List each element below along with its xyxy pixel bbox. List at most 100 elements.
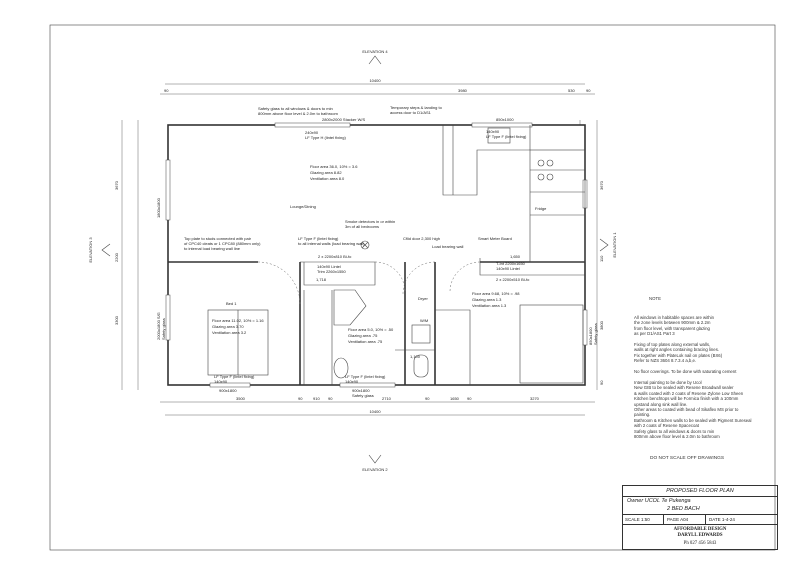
sink-icon bbox=[487, 127, 511, 144]
washing-machine-label: W/M bbox=[420, 318, 428, 323]
annotation-text: 850x1800Safety glass bbox=[588, 323, 598, 345]
annotation-text: 1800x1800 bbox=[156, 197, 161, 218]
exterior-walls bbox=[167, 124, 586, 386]
scale-warning: DO NOT SCALE OFF DRAWINGS bbox=[650, 456, 725, 461]
svg-text:90: 90 bbox=[425, 396, 430, 401]
scale: SCALE 1:50 bbox=[623, 515, 664, 524]
designer-name: DARYLL EDWARDS bbox=[677, 532, 723, 538]
svg-text:530: 530 bbox=[568, 88, 575, 93]
phone: Ph 027 456 5843 bbox=[683, 541, 717, 546]
elevation-marker-left: ELEVATION 3 bbox=[88, 237, 111, 263]
laundry-tub-icon bbox=[411, 324, 431, 344]
annotation-text: LF Type F (lintel fixing)140x90 bbox=[214, 374, 255, 384]
elevation-marker-bottom: ELEVATION 2 bbox=[362, 454, 388, 472]
svg-text:Glazing area .75: Glazing area .75 bbox=[348, 333, 378, 338]
annotations: Safety glass to all windows & doors to m… bbox=[156, 105, 598, 398]
smoke-detector-icon bbox=[360, 240, 370, 250]
svg-text:110: 110 bbox=[599, 255, 604, 262]
cooktop-icon bbox=[537, 159, 545, 167]
toilet-icon bbox=[413, 354, 429, 378]
drawing-title: PROPOSED FLOOR PLAN bbox=[623, 486, 777, 497]
shower-icon bbox=[333, 289, 367, 326]
room-bed-1: Bed 1 Floor area 11.02, 10% = 1.16 Glazi… bbox=[212, 301, 264, 335]
svg-text:3500: 3500 bbox=[236, 396, 246, 401]
kitchen-bench bbox=[442, 125, 586, 263]
svg-text:2710: 2710 bbox=[382, 396, 392, 401]
room-lounge: Lounge/Dining Floor area 36.0, 10% = 3.6… bbox=[290, 164, 358, 209]
door-swings bbox=[257, 261, 481, 305]
svg-text:1,650: 1,650 bbox=[510, 254, 521, 259]
elevation-label: ELEVATION 3 bbox=[88, 237, 93, 263]
bathroom-fixtures bbox=[333, 240, 431, 379]
svg-text:3670: 3670 bbox=[599, 180, 604, 190]
svg-text:90: 90 bbox=[164, 88, 169, 93]
svg-text:90: 90 bbox=[328, 396, 333, 401]
svg-text:2 x 2200x810 Bi-fo: 2 x 2200x810 Bi-fo bbox=[318, 254, 352, 259]
svg-text:90: 90 bbox=[467, 396, 472, 401]
svg-text:Floor area 9.68, 10% = .98: Floor area 9.68, 10% = .98 bbox=[472, 291, 520, 296]
svg-text:2800x2000 Stacker W/S: 2800x2000 Stacker W/S bbox=[322, 117, 365, 122]
annotation-text: Safety glass to all windows & doors to m… bbox=[258, 106, 338, 116]
interior-walls bbox=[168, 258, 585, 385]
svg-text:1650: 1650 bbox=[450, 396, 460, 401]
svg-text:Glazing area 8.82: Glazing area 8.82 bbox=[310, 170, 342, 175]
svg-text:Glazing area 1.3: Glazing area 1.3 bbox=[472, 297, 502, 302]
svg-text:Ventilation area .75: Ventilation area .75 bbox=[348, 339, 383, 344]
svg-text:2200: 2200 bbox=[114, 252, 119, 262]
svg-text:Ventilation area 8.0: Ventilation area 8.0 bbox=[310, 176, 345, 181]
svg-text:Floor area 36.0, 10% = 3.6: Floor area 36.0, 10% = 3.6 bbox=[310, 164, 358, 169]
svg-text:Cflid door 2,300 high: Cflid door 2,300 high bbox=[403, 236, 440, 241]
notes-heading: NOTE bbox=[649, 296, 661, 301]
svg-text:900x1800: 900x1800 bbox=[219, 388, 237, 393]
svg-text:90: 90 bbox=[298, 396, 303, 401]
svg-text:3800: 3800 bbox=[599, 320, 604, 330]
svg-text:Smart Meter Board: Smart Meter Board bbox=[478, 236, 512, 241]
elevation-marker-right: ELEVATION 1 bbox=[599, 232, 617, 258]
bed-1-furniture bbox=[207, 309, 269, 376]
elevation-label: ELEVATION 2 bbox=[362, 467, 388, 472]
owner: Owner UCOL Te Pukenga bbox=[627, 498, 691, 504]
svg-text:Floor area 5.0, 10% = .50: Floor area 5.0, 10% = .50 bbox=[348, 327, 394, 332]
basin-icon bbox=[333, 357, 349, 379]
svg-text:Lounge/Dining: Lounge/Dining bbox=[290, 204, 316, 209]
svg-text:Floor area 11.02, 10% = 1.16: Floor area 11.02, 10% = 1.16 bbox=[212, 318, 264, 323]
svg-text:Ventilation area 1.3: Ventilation area 1.3 bbox=[472, 303, 507, 308]
bed-2-furniture bbox=[519, 304, 584, 384]
elevation-marker-top: ELEVATION 4 bbox=[362, 49, 388, 65]
svg-text:850x1000: 850x1000 bbox=[496, 117, 514, 122]
svg-text:10400: 10400 bbox=[369, 409, 381, 414]
room-bathroom: Floor area 5.0, 10% = .50 Glazing area .… bbox=[348, 327, 394, 344]
project-name: 2 BED BACH bbox=[667, 506, 700, 512]
svg-text:Load bearing wall: Load bearing wall bbox=[432, 244, 463, 249]
svg-text:Ventilation area 3.2: Ventilation area 3.2 bbox=[212, 330, 247, 335]
dimension-lines: 10400 90 3980 530 90 3500 90 910 90 2710… bbox=[114, 78, 604, 416]
company-name: AFFORDABLE DESIGN bbox=[673, 527, 727, 532]
svg-text:3980: 3980 bbox=[458, 88, 468, 93]
svg-text:1,100: 1,100 bbox=[410, 354, 421, 359]
annotation-text: LF Type F (lintel fixing)140x90 bbox=[345, 374, 386, 384]
svg-text:1,718: 1,718 bbox=[316, 277, 327, 282]
svg-text:3670: 3670 bbox=[114, 180, 119, 190]
svg-text:3270: 3270 bbox=[530, 396, 540, 401]
title-block: PROPOSED FLOOR PLAN Owner UCOL Te Pukeng… bbox=[622, 485, 778, 550]
elevation-label: ELEVATION 4 bbox=[362, 49, 388, 54]
elevation-label: ELEVATION 1 bbox=[612, 232, 617, 258]
svg-text:Glazing area 3.70: Glazing area 3.70 bbox=[212, 324, 244, 329]
dryer-label: Dryer bbox=[418, 296, 428, 301]
notes-body: All windows in habitable spaces are with… bbox=[634, 315, 752, 439]
svg-text:2 x 2200x510 Bi-fo: 2 x 2200x510 Bi-fo bbox=[496, 277, 530, 282]
svg-text:3300: 3300 bbox=[114, 315, 119, 325]
svg-text:910: 910 bbox=[313, 396, 320, 401]
sheet-border bbox=[49, 24, 776, 551]
date: DATE 1-4-24 bbox=[709, 517, 735, 522]
annotation-text: LF Type F (lintel fixing)to all internal… bbox=[298, 236, 365, 246]
